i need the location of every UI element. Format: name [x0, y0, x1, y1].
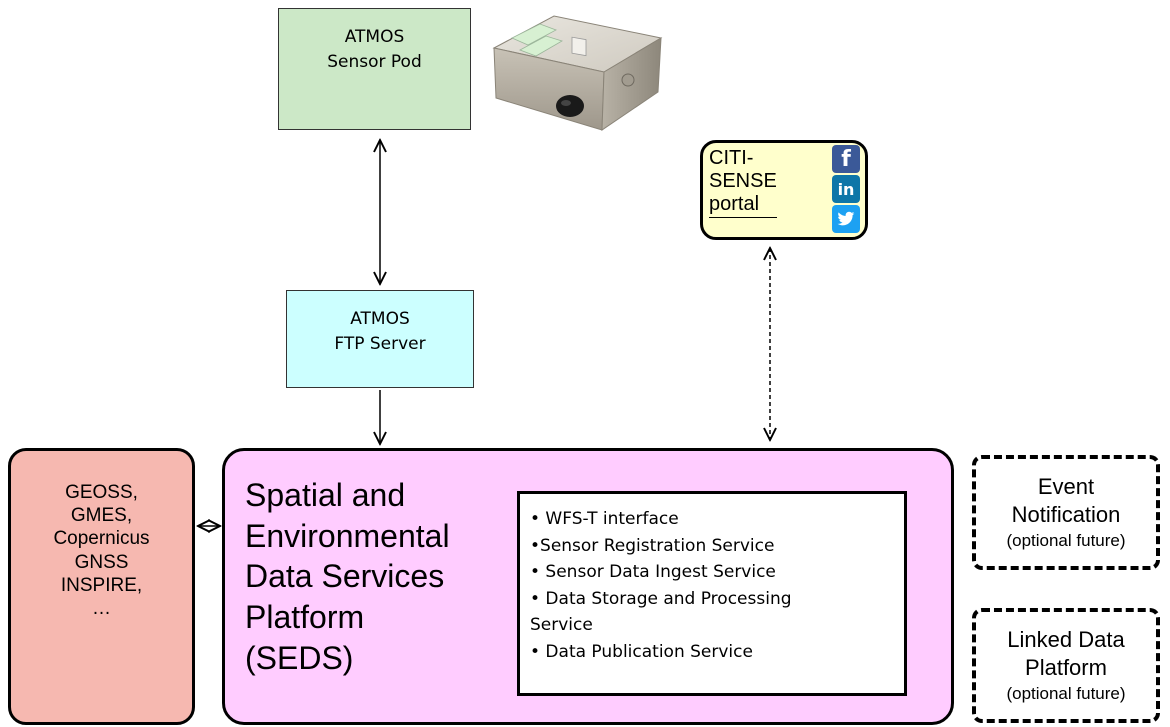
linked-note: (optional future) [1006, 683, 1126, 703]
external-initiatives-box: GEOSS, GMES, Copernicus GNSS INSPIRE, … [8, 448, 195, 725]
service-item: • Data Publication Service [530, 641, 753, 662]
linkedin-icon: in [832, 175, 860, 203]
service-item: • Sensor Data Ingest Service [530, 562, 776, 583]
ftp-line1: ATMOS [350, 309, 410, 329]
sensor-pod-photo [492, 15, 663, 131]
ellipsis-line: … [92, 597, 111, 619]
portal-line2: SENSE [709, 170, 777, 193]
seds-title-line: Spatial and [245, 477, 406, 513]
seds-title-line: Data Services [245, 558, 445, 595]
seds-title-line: Platform [245, 598, 365, 635]
service-item: • Data Storage and Processing [530, 588, 792, 609]
event-notification-box: Event Notification (optional future) [972, 455, 1160, 570]
services-list: • WFS-T interface •Sensor Registration S… [517, 491, 907, 696]
portal-line3: portal [709, 193, 777, 218]
event-line1: Event [1037, 473, 1095, 499]
gnss-line: GNSS [74, 551, 129, 573]
linked-line2: Platform [1025, 654, 1107, 680]
linked-data-platform-box: Linked Data Platform (optional future) [972, 608, 1160, 723]
atmos-pod-line2: Sensor Pod [327, 51, 422, 72]
atmos-sensor-pod-box: ATMOS Sensor Pod [278, 8, 471, 130]
facebook-icon: f [832, 145, 860, 173]
service-item: Service [530, 615, 593, 636]
seds-title: Spatial and Environmental Data Services … [245, 475, 450, 678]
twitter-icon [832, 205, 860, 233]
seds-title-line: Environmental [245, 517, 450, 554]
atmos-pod-line1: ATMOS [344, 27, 405, 47]
atmos-ftp-server-box: ATMOS FTP Server [286, 290, 474, 388]
service-item: •Sensor Registration Service [530, 535, 775, 556]
geoss-line: GEOSS, [65, 482, 138, 503]
inspire-line: INSPIRE, [60, 574, 143, 596]
portal-line1: CITI- [709, 147, 754, 169]
seds-platform-box: Spatial and Environmental Data Services … [222, 448, 954, 725]
seds-title-line: (SEDS) [245, 639, 354, 676]
ftp-line2: FTP Server [334, 333, 426, 354]
linked-line1: Linked Data [1007, 626, 1125, 652]
copernicus-line: Copernicus [53, 528, 150, 550]
event-note: (optional future) [1006, 530, 1126, 550]
portal-label: CITI- SENSE portal [709, 147, 777, 218]
gmes-line: GMES, [70, 505, 133, 527]
citi-sense-portal-box: CITI- SENSE portal f in [700, 140, 868, 240]
service-item: • WFS-T interface [530, 509, 679, 529]
event-line2: Notification [1011, 501, 1121, 527]
